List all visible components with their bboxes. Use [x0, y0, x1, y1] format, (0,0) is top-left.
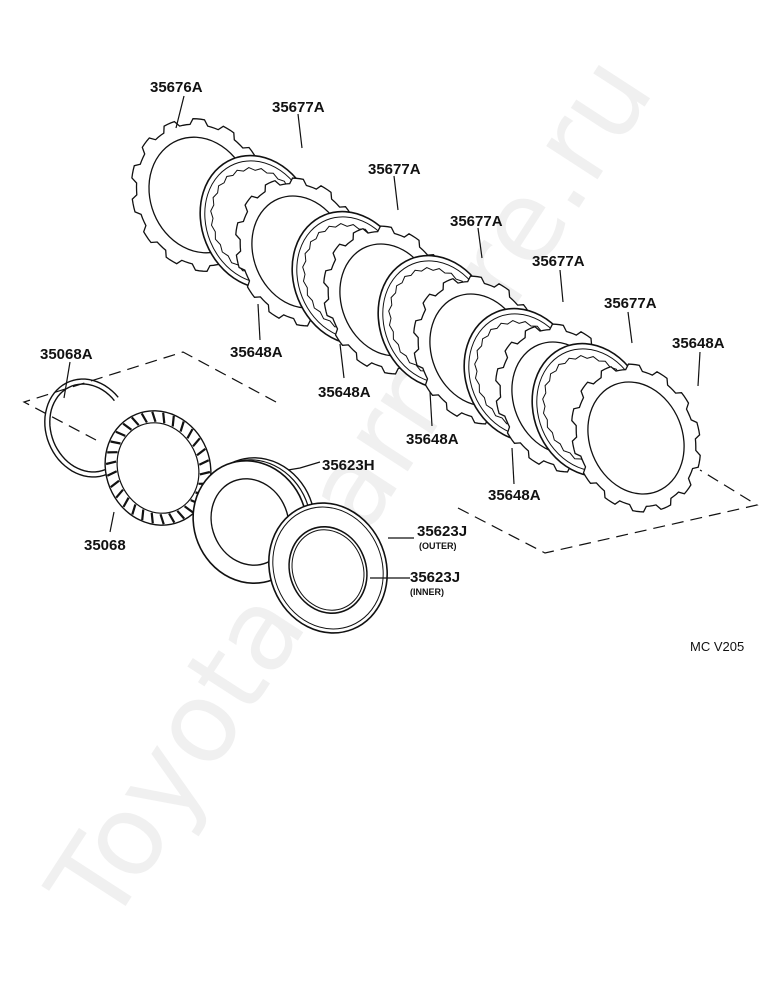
label-35648A-2[interactable]: 35648A: [318, 384, 371, 401]
label-35623H[interactable]: 35623H: [322, 457, 375, 474]
sprag-element: [150, 512, 154, 524]
leader-lines: [63, 95, 701, 579]
label-35677A-1[interactable]: 35677A: [272, 99, 325, 116]
sprag-element: [168, 512, 176, 524]
o-ring-35623J-inner-inside: [291, 529, 365, 611]
leader-35648A-4: [511, 447, 515, 485]
sprag-element: [115, 430, 126, 437]
leader-35648A-2: [339, 343, 345, 379]
label-35677A-4[interactable]: 35677A: [532, 253, 585, 270]
sprag-element: [176, 510, 186, 520]
leader-35677A-3: [477, 227, 483, 259]
label-35623J-outer-note: (OUTER): [419, 541, 457, 551]
sprag-element: [115, 488, 124, 499]
sprag-element: [199, 470, 211, 476]
label-35623J-inner-note: (INNER): [410, 587, 444, 597]
sprag-element: [186, 428, 194, 439]
sprag-element: [179, 421, 185, 432]
leader-35068: [109, 511, 115, 533]
sprag-element: [151, 411, 157, 423]
sprag-element: [106, 470, 118, 477]
sprag-element: [171, 415, 175, 427]
label-35648A-1[interactable]: 35648A: [230, 344, 283, 361]
dashed-frame-left: [22, 351, 277, 441]
leader-35648A-1: [257, 303, 261, 341]
leader-35677A-5: [627, 311, 633, 344]
dashed-frame-right: [457, 469, 759, 554]
sprag-element: [162, 412, 166, 424]
sprag-element: [110, 479, 120, 488]
label-35648A-5[interactable]: 35648A: [672, 335, 725, 352]
label-35623J-outer[interactable]: 35623J: [417, 523, 467, 540]
parts-group: [44, 118, 701, 634]
leader-35068A: [63, 361, 71, 399]
sprag-element: [159, 513, 165, 525]
sprag-element: [110, 440, 121, 445]
diagram-code: MC V205: [690, 639, 744, 654]
sprag-element: [140, 412, 148, 424]
label-35677A-5[interactable]: 35677A: [604, 295, 657, 312]
one-way-clutch-35068-inner: [116, 422, 200, 514]
leader-35648A-5: [697, 351, 701, 387]
sprag-element: [198, 459, 210, 466]
sprag-element: [122, 497, 130, 508]
label-35677A-2[interactable]: 35677A: [368, 161, 421, 178]
leader-35677A-2: [393, 175, 399, 211]
sprag-element: [196, 448, 206, 457]
piston-35623H-bore: [210, 478, 290, 566]
sprag-element: [183, 505, 194, 514]
label-35648A-3[interactable]: 35648A: [406, 431, 459, 448]
part-labels: 35676A 35677A 35677A 35677A 35677A 35677…: [40, 79, 744, 654]
label-35068A[interactable]: 35068A: [40, 346, 93, 363]
leader-35677A-4: [559, 269, 564, 303]
sprag-element: [105, 460, 117, 466]
label-35677A-3[interactable]: 35677A: [450, 213, 503, 230]
leader-35623H: [287, 461, 321, 471]
sprag-element: [131, 504, 137, 515]
sprag-element: [122, 422, 133, 431]
label-35676A[interactable]: 35676A: [150, 79, 203, 96]
sprag-element: [141, 509, 145, 521]
label-35068[interactable]: 35068: [84, 537, 126, 554]
sprag-element: [130, 416, 140, 426]
leader-35677A-1: [297, 113, 303, 149]
sprag-element: [192, 437, 201, 448]
leader-35676A: [175, 95, 185, 129]
label-35623J-inner[interactable]: 35623J: [410, 569, 460, 586]
plate-35648A-5-bore: [587, 381, 685, 495]
leader-35648A-3: [429, 391, 433, 427]
label-35648A-4[interactable]: 35648A: [488, 487, 541, 504]
